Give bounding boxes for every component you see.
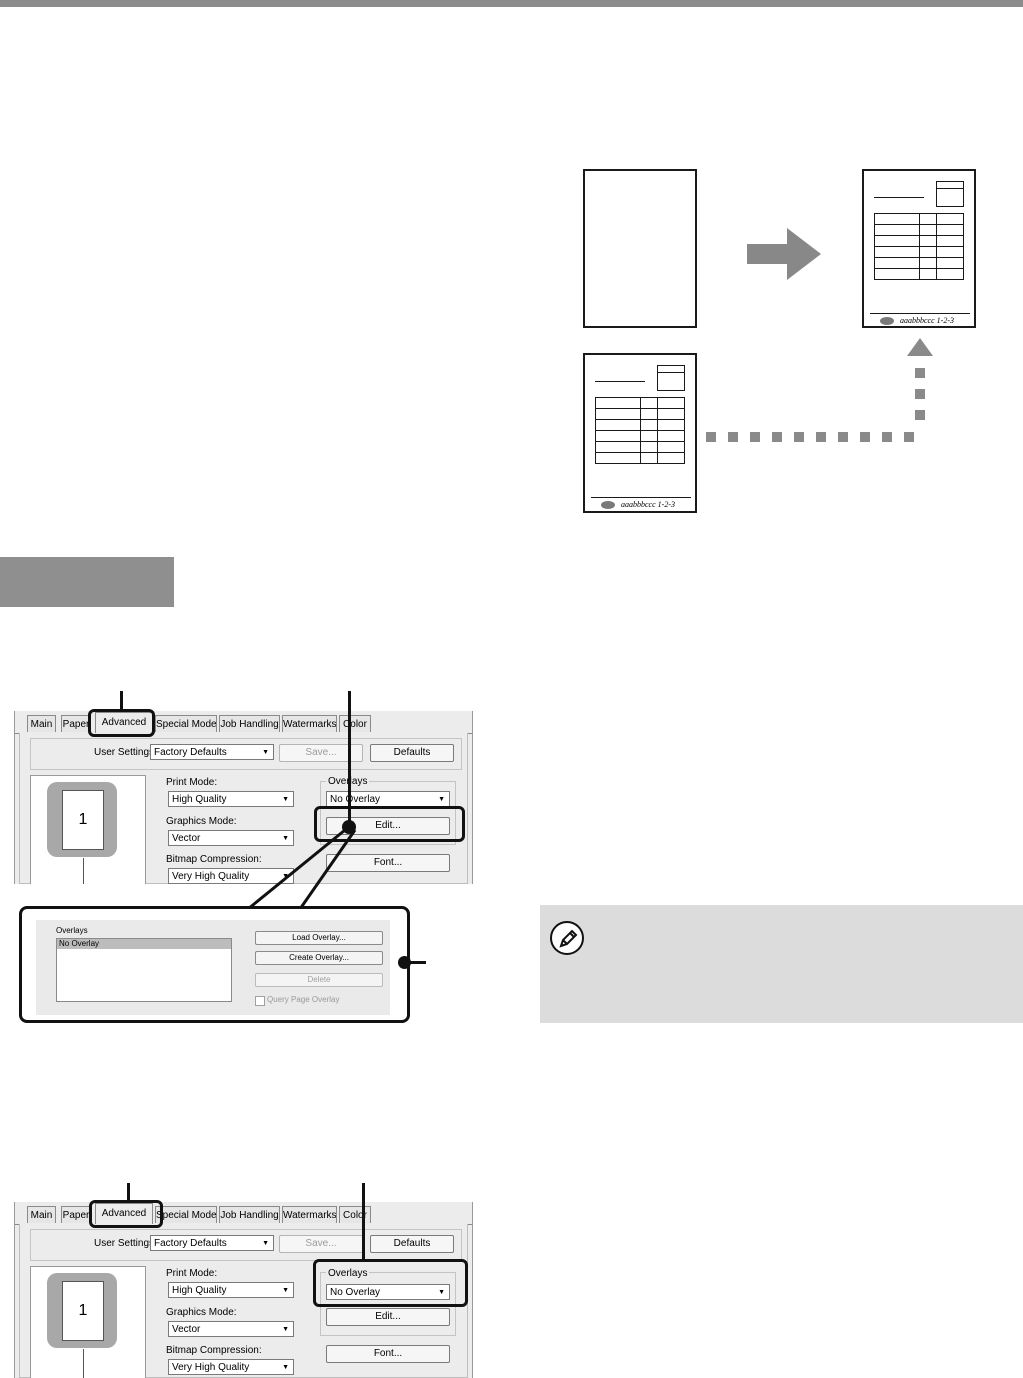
overlays-group-label: Overlays xyxy=(326,1268,370,1279)
overlay-sheet: aaabbbccc 1-2-3 xyxy=(583,353,697,513)
dropdown-arrow-icon: ▼ xyxy=(282,835,289,842)
tab-special-modes[interactable]: Special Modes xyxy=(155,1206,217,1223)
tab-special-modes[interactable]: Special Modes xyxy=(155,715,217,732)
user-settings-label: User Settings: xyxy=(94,747,157,758)
callout-leader xyxy=(404,961,426,964)
callout-dot xyxy=(398,956,411,969)
dropdown-arrow-icon: ▼ xyxy=(262,749,269,756)
user-settings-label: User Settings: xyxy=(94,1238,157,1249)
graphics-mode-label: Graphics Mode: xyxy=(166,816,237,827)
overlays-group-label: Overlays xyxy=(326,776,370,787)
print-mode-label: Print Mode: xyxy=(166,777,218,788)
user-settings-select[interactable]: Factory Defaults▼ xyxy=(150,1235,274,1251)
query-page-overlay-label: Query Page Overlay xyxy=(267,995,340,1004)
bitmap-compression-label: Bitmap Compression: xyxy=(166,854,262,865)
dropdown-arrow-icon: ▼ xyxy=(282,796,289,803)
advanced-tab-callout xyxy=(88,709,155,737)
tab-paper[interactable]: Paper xyxy=(61,1206,91,1223)
tab-main[interactable]: Main xyxy=(27,1206,56,1223)
preview-page-number: 1 xyxy=(62,790,104,850)
overlays-panel: Overlays No Overlay Load Overlay... Crea… xyxy=(36,920,390,1015)
pencil-icon xyxy=(550,921,584,955)
tab-bar: Main Paper Advanced Special Modes Job Ha… xyxy=(15,1202,472,1225)
graphics-mode-select[interactable]: Vector▼ xyxy=(168,1321,294,1337)
print-mode-label: Print Mode: xyxy=(166,1268,218,1279)
footer-text: aaabbbccc 1-2-3 xyxy=(900,316,954,325)
tab-job-handling[interactable]: Job Handling xyxy=(219,1206,280,1223)
delete-button[interactable]: Delete xyxy=(255,973,383,987)
overlays-list[interactable]: No Overlay xyxy=(56,938,232,1002)
overlays-title: Overlays xyxy=(56,926,88,935)
save-button[interactable]: Save... xyxy=(279,744,363,762)
tab-color[interactable]: Color xyxy=(339,715,371,732)
tab-panel: User Settings: Factory Defaults▼ Save...… xyxy=(19,733,468,884)
advanced-tab-callout xyxy=(89,1200,163,1228)
print-mode-select[interactable]: High Quality▼ xyxy=(168,791,294,807)
tab-watermarks[interactable]: Watermarks xyxy=(282,715,337,732)
callout-leader xyxy=(362,1183,365,1260)
font-button[interactable]: Font... xyxy=(326,1345,450,1363)
bitmap-compression-label: Bitmap Compression: xyxy=(166,1345,262,1356)
footer-text: aaabbbccc 1-2-3 xyxy=(621,500,675,509)
tab-color[interactable]: Color xyxy=(339,1206,371,1223)
page-preview: 1 xyxy=(30,775,146,884)
graphics-mode-select[interactable]: Vector▼ xyxy=(168,830,294,846)
bitmap-compression-select[interactable]: Very High Quality▼ xyxy=(168,868,294,884)
list-item[interactable]: No Overlay xyxy=(57,939,231,949)
arrow-right-icon xyxy=(747,228,821,280)
edit-overlay-button[interactable]: Edit... xyxy=(326,817,450,835)
printer-dialog-1: Main Paper Advanced Special Modes Job Ha… xyxy=(14,711,473,884)
page-preview: 1 xyxy=(30,1266,146,1378)
dropdown-arrow-icon: ▼ xyxy=(262,1240,269,1247)
preview-page-number: 1 xyxy=(62,1281,104,1341)
dropdown-arrow-icon: ▼ xyxy=(282,1326,289,1333)
blank-document-sheet xyxy=(583,169,697,328)
tab-panel: User Settings: Factory Defaults▼ Save...… xyxy=(19,1224,468,1378)
load-overlay-button[interactable]: Load Overlay... xyxy=(255,931,383,945)
user-settings-select[interactable]: Factory Defaults▼ xyxy=(150,744,274,760)
edit-button-callout xyxy=(314,806,465,842)
overlays-select[interactable]: No Overlay▼ xyxy=(326,1284,450,1300)
callout-leader xyxy=(120,691,123,710)
bitmap-compression-select[interactable]: Very High Quality▼ xyxy=(168,1359,294,1375)
dropdown-arrow-icon: ▼ xyxy=(438,1289,445,1296)
query-page-overlay-checkbox[interactable] xyxy=(255,996,265,1006)
overlays-popup: Overlays No Overlay Load Overlay... Crea… xyxy=(19,906,410,1023)
note-box xyxy=(540,905,1023,1023)
callout-leader xyxy=(127,1183,130,1201)
top-rule xyxy=(0,0,1023,7)
overlays-select-callout xyxy=(313,1259,468,1307)
section-tab xyxy=(0,557,174,607)
tab-advanced[interactable]: Advanced xyxy=(95,1203,153,1224)
callout-leader xyxy=(348,691,351,826)
zoom-connector xyxy=(247,828,357,911)
tab-watermarks[interactable]: Watermarks xyxy=(282,1206,337,1223)
defaults-button[interactable]: Defaults xyxy=(370,1235,454,1253)
print-mode-select[interactable]: High Quality▼ xyxy=(168,1282,294,1298)
save-button[interactable]: Save... xyxy=(279,1235,363,1253)
dropdown-arrow-icon: ▼ xyxy=(438,796,445,803)
create-overlay-button[interactable]: Create Overlay... xyxy=(255,951,383,965)
font-button[interactable]: Font... xyxy=(326,854,450,872)
dropdown-arrow-icon: ▼ xyxy=(282,1287,289,1294)
arrow-up-icon xyxy=(907,338,933,361)
callout-dot xyxy=(342,820,356,834)
edit-overlay-button[interactable]: Edit... xyxy=(326,1308,450,1326)
combined-document-sheet: aaabbbccc 1-2-3 xyxy=(862,169,976,328)
dropdown-arrow-icon: ▼ xyxy=(282,1364,289,1371)
tab-main[interactable]: Main xyxy=(27,715,56,732)
tab-job-handling[interactable]: Job Handling xyxy=(219,715,280,732)
defaults-button[interactable]: Defaults xyxy=(370,744,454,762)
graphics-mode-label: Graphics Mode: xyxy=(166,1307,237,1318)
printer-dialog-2: Main Paper Advanced Special Modes Job Ha… xyxy=(14,1202,473,1378)
